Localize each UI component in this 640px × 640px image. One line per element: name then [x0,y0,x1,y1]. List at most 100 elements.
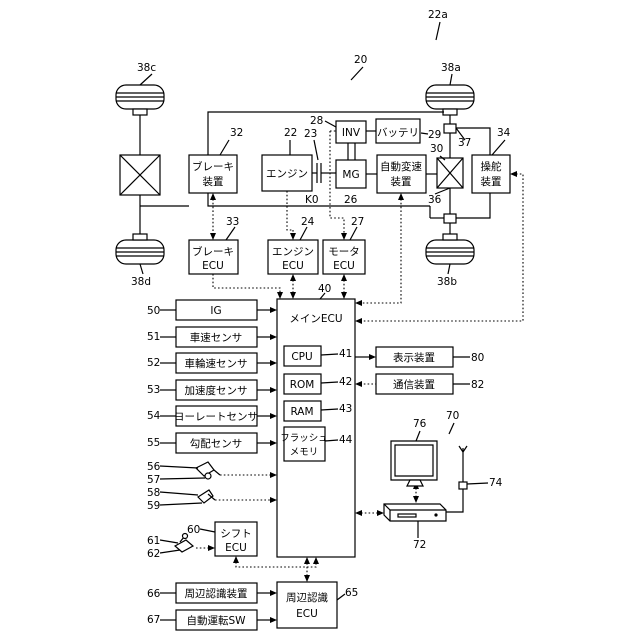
svg-text:RAM: RAM [290,406,313,418]
svg-text:周辺認識: 周辺認識 [286,591,328,604]
svg-text:57: 57 [147,474,160,486]
svg-text:38b: 38b [437,276,457,288]
svg-text:82: 82 [471,379,484,391]
svg-text:24: 24 [301,216,315,228]
svg-text:バッテリ: バッテリ [377,127,419,139]
svg-text:42: 42 [339,376,352,388]
monitor-icon [391,441,437,486]
svg-text:ECU: ECU [202,260,224,272]
svg-text:車輪速センサ: 車輪速センサ [185,357,248,370]
svg-text:23: 23 [304,128,317,140]
mg-box: MG [336,160,366,188]
slope-sensor-box: 勾配センサ [176,433,257,453]
svg-text:43: 43 [339,403,352,415]
svg-text:65: 65 [345,587,358,599]
svg-text:27: 27 [351,216,364,228]
svg-text:ECU: ECU [282,260,304,272]
svg-text:エンジン: エンジン [272,246,314,258]
svg-text:74: 74 [489,477,503,489]
svg-text:32: 32 [230,127,243,139]
svg-text:ECU: ECU [225,542,247,554]
svg-text:61: 61 [147,535,160,547]
svg-text:装置: 装置 [203,175,224,188]
svg-text:車速センサ: 車速センサ [190,331,243,344]
wheel-38b [426,234,474,264]
svg-text:勾配センサ: 勾配センサ [190,437,243,450]
wheel-38c [116,85,164,115]
flash-memory-box: フラッシュ メモリ [280,427,328,461]
svg-text:41: 41 [339,348,352,360]
svg-text:INV: INV [342,127,361,139]
svg-text:通信装置: 通信装置 [393,378,435,391]
rear-axle [120,115,160,234]
svg-text:58: 58 [147,487,160,499]
svg-text:80: 80 [471,352,484,364]
svg-text:K0: K0 [305,194,319,206]
svg-text:30: 30 [430,143,443,155]
svg-text:67: 67 [147,614,160,626]
svg-text:66: 66 [147,588,161,600]
svg-text:34: 34 [497,127,511,139]
brake-ecu: ブレーキ ECU [189,240,238,274]
svg-text:自動変速: 自動変速 [380,160,422,173]
svg-text:33: 33 [226,216,239,228]
svg-text:表示装置: 表示装置 [393,351,435,364]
svg-text:54: 54 [147,410,161,422]
ig-box: IG [176,300,257,320]
svg-text:36: 36 [428,194,442,206]
svg-text:60: 60 [187,524,200,536]
wheel-speed-sensor-box: 車輪速センサ [176,353,257,373]
clutch-k0 [312,163,336,183]
svg-text:ヨーレートセンサ: ヨーレートセンサ [174,411,258,423]
svg-text:22a: 22a [428,9,448,21]
steering-box: 操舵 装置 [472,155,510,193]
comm-device-box: 通信装置 [376,374,453,394]
svg-text:62: 62 [147,548,160,560]
svg-text:38c: 38c [137,62,156,74]
battery-box: バッテリ [376,119,420,143]
svg-text:70: 70 [446,410,459,422]
auto-drive-switch-box: 自動運転SW [176,610,257,630]
svg-text:ブレーキ: ブレーキ [192,160,234,173]
svg-text:22: 22 [284,127,297,139]
transmission-box: 自動変速 装置 [377,155,426,193]
rom-box: ROM [284,374,321,394]
svg-text:56: 56 [147,461,161,473]
engine-ecu: エンジン ECU [268,240,318,274]
svg-text:装置: 装置 [391,175,412,188]
inverter-box: INV [336,121,366,143]
svg-text:ROM: ROM [290,379,315,391]
svg-text:29: 29 [428,129,441,141]
svg-text:ECU: ECU [296,608,318,620]
antenna-icon [446,446,467,512]
svg-text:シフト: シフト [220,528,252,540]
svg-text:72: 72 [413,539,426,551]
wheel-38a [426,85,474,115]
svg-text:53: 53 [147,384,160,396]
accel-sensor-box: 加速度センサ [176,380,257,400]
shift-ecu: シフト ECU [215,522,257,556]
svg-text:52: 52 [147,357,160,369]
sensor-arrows [257,307,277,446]
speed-sensor-box: 車速センサ [176,327,257,347]
svg-text:59: 59 [147,500,160,512]
svg-text:26: 26 [344,194,358,206]
yaw-rate-sensor-box: ヨーレートセンサ [174,406,258,426]
brake-device: ブレーキ 装置 [189,155,237,193]
svg-text:メモリ: メモリ [290,447,319,458]
svg-text:28: 28 [310,115,323,127]
svg-text:20: 20 [354,54,367,66]
svg-text:装置: 装置 [481,175,502,188]
accelerator-pedal-icon [196,462,220,479]
ram-box: RAM [284,401,321,421]
motor-ecu: モータ ECU [323,240,365,274]
brake-pedal-icon [198,490,215,503]
navigation-unit-icon [384,504,446,521]
svg-text:ECU: ECU [333,260,355,272]
wheel-38d [116,234,164,264]
svg-text:CPU: CPU [291,351,312,363]
svg-text:51: 51 [147,331,160,343]
svg-text:フラッシュ: フラッシュ [280,433,328,444]
svg-text:38d: 38d [131,276,151,288]
